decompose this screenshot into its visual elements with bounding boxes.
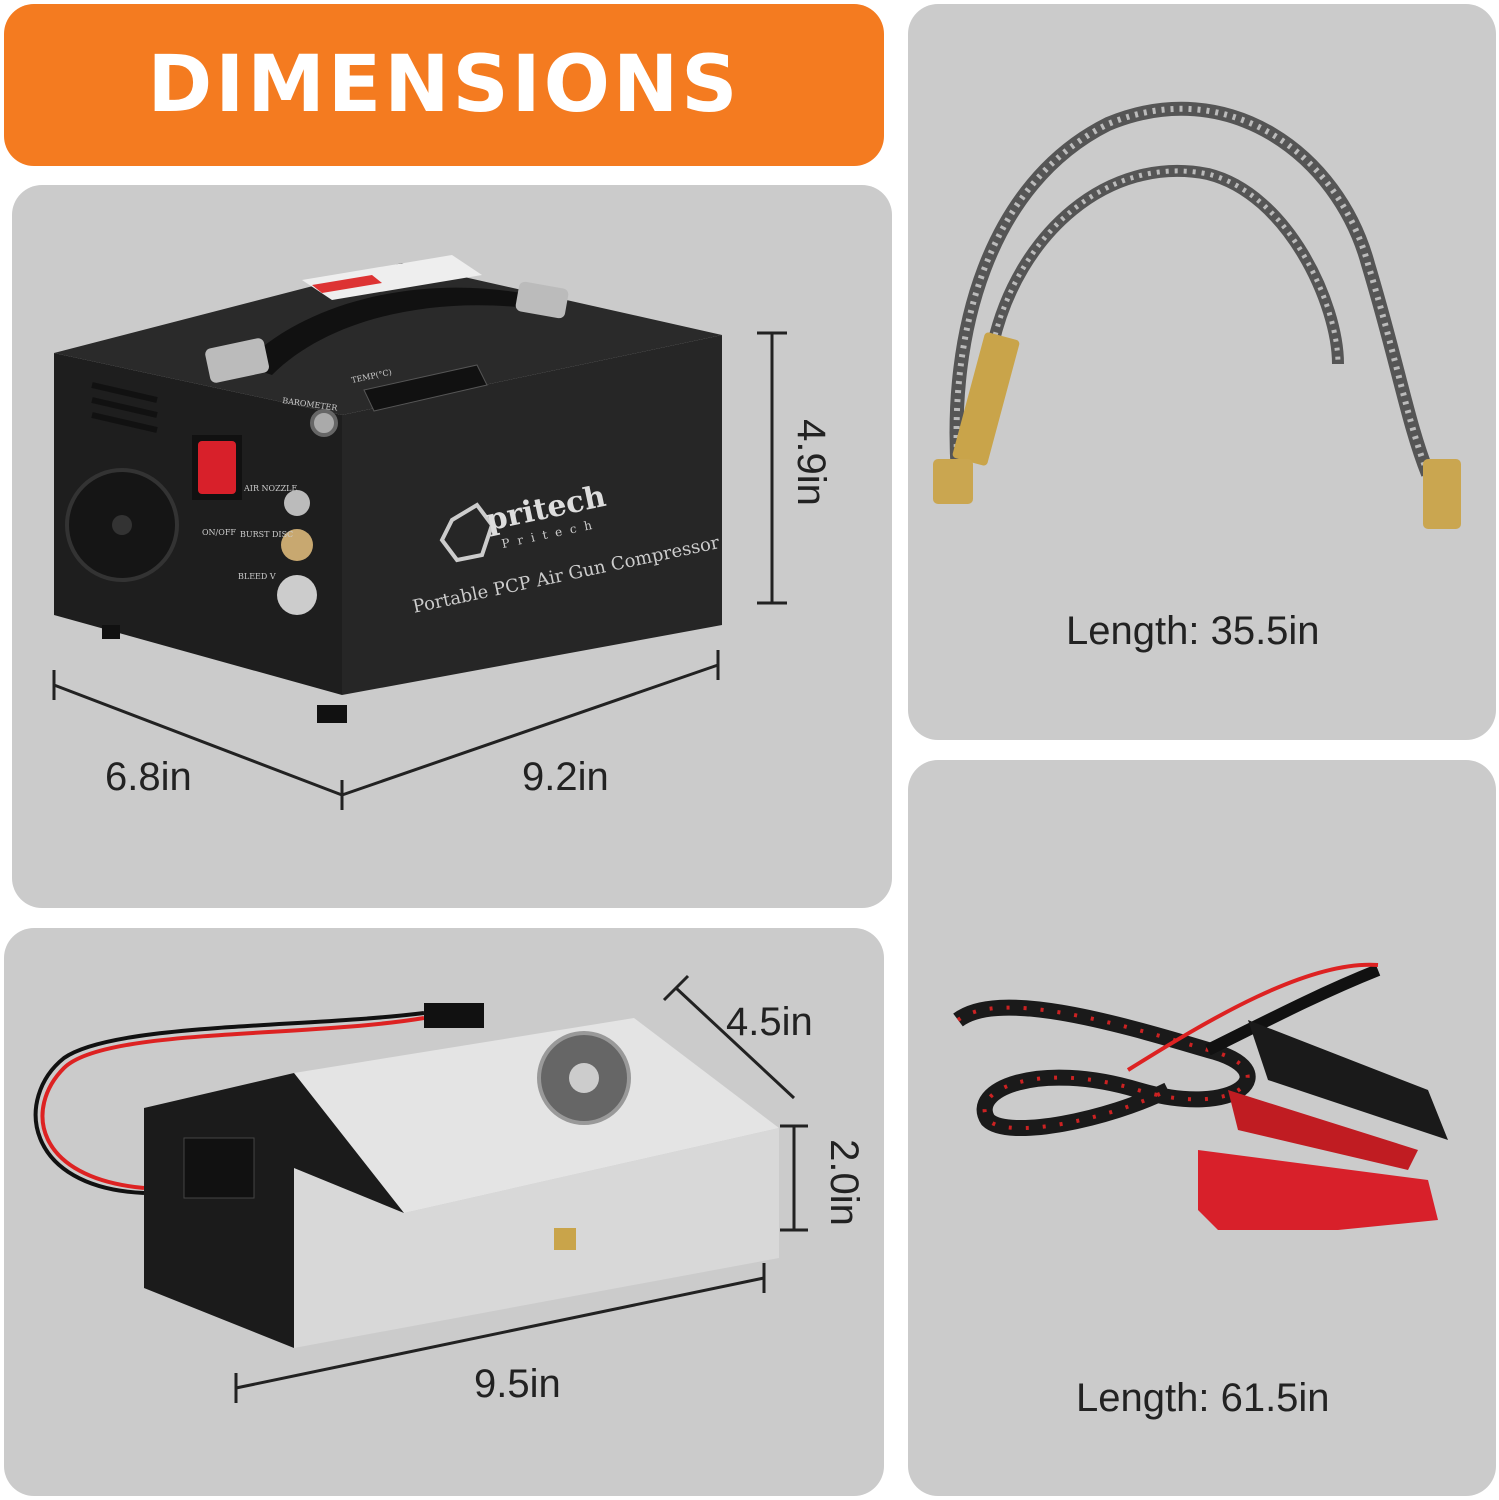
clamp-cable-panel: Length: 61.5in [908,760,1496,1496]
power-supply-panel: 4.5in 2.0in 9.5in [4,928,884,1496]
bleed-valve-label: BLEED V [238,572,276,581]
compressor-depth-label: 6.8in [105,755,192,799]
power-supply-image [33,974,808,1403]
hose-panel: Length: 35.5in [908,4,1496,740]
power-supply-length-label: 9.5in [474,1362,561,1406]
nozzle-label: AIR NOZZLE [243,484,297,493]
hose-length-label: Length: 35.5in [1066,609,1320,653]
compressor-width-label: 9.2in [522,755,609,799]
switch-label: ON/OFF [202,528,236,537]
compressor-height-label: 4.9in [788,419,833,506]
compressor-image: TEMP(°C) BAROMETER ON/OFF AIR NOZZLE BUR… [52,255,787,810]
clamp-cable-image [953,962,1448,1230]
clamp-cable-length-label: Length: 61.5in [1076,1376,1330,1420]
burst-disc-label: BURST DISC [240,530,293,539]
compressor-panel: TEMP(°C) BAROMETER ON/OFF AIR NOZZLE BUR… [12,185,892,908]
power-supply-depth-label: 4.5in [726,1000,813,1044]
power-supply-height-label: 2.0in [821,1139,866,1226]
banner-title: DIMENSIONS [147,40,741,130]
hose-image [933,101,1461,529]
dimensions-banner: DIMENSIONS [4,4,884,166]
